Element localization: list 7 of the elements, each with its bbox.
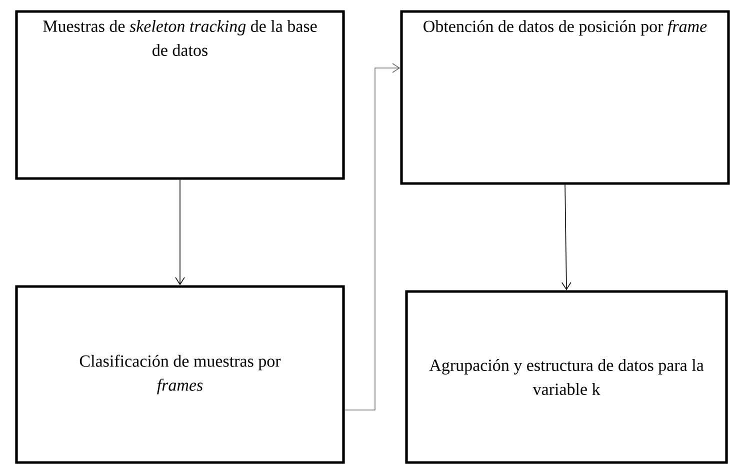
process-box: Obtención de datos de posición por frame	[400, 10, 730, 185]
process-box: Clasificación de muestras por frames	[15, 285, 345, 464]
arrow	[344, 63, 400, 410]
process-box: Muestras de skeleton tracking de la base de datos	[15, 10, 345, 180]
arrow	[175, 179, 185, 286]
process-box: Agrupación y estructura de datos para la variable k	[405, 290, 728, 464]
arrow	[562, 184, 572, 290]
